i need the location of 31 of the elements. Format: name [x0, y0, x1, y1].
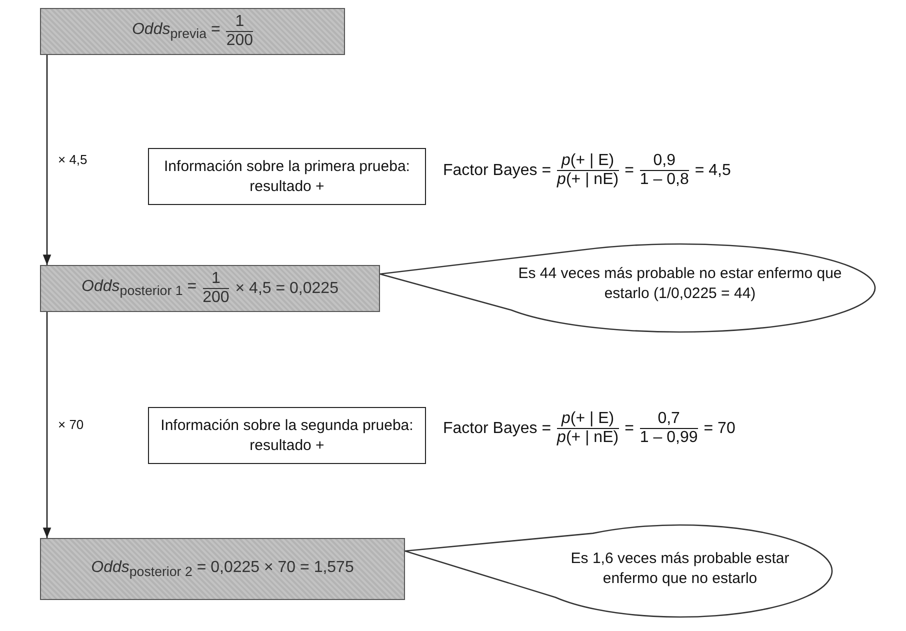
- edge-label: × 4,5: [56, 152, 90, 167]
- formula-text: Odds$_{posterior 2}$ = 0,0225 × 70 = 1,575: [91, 558, 354, 580]
- fraction-denominator: 200: [202, 289, 230, 308]
- formula-text: Odds$_{previa}$ =: [132, 21, 220, 42]
- fraction-denominator: p(+ | nE): [557, 171, 619, 190]
- fraction-numerator: p(+ | E): [562, 152, 614, 170]
- formula-text: Factor Bayes =: [443, 162, 552, 180]
- fraction-numerator: p(+ | E): [562, 410, 614, 428]
- info-box: Información sobre la primera prueba: resultado +: [148, 148, 426, 205]
- formula-text: = 4,5: [694, 162, 731, 180]
- formula-box: [40, 265, 380, 312]
- callout-text: Es 1,6 veces más probable estar enfermo que no estarlo: [570, 549, 790, 590]
- info-box: Información sobre la segunda prueba: resultado +: [148, 407, 426, 464]
- fraction-numerator: 1: [211, 270, 220, 288]
- formula-text: =: [624, 162, 634, 180]
- formula-text: = 70: [704, 420, 736, 438]
- formula-box: [40, 538, 405, 600]
- fraction-denominator: 200: [226, 32, 254, 50]
- fraction-denominator: 1 – 0,8: [640, 171, 689, 190]
- formula-text: × 4,5 = 0,0225: [235, 280, 338, 298]
- fraction-numerator: 0,7: [658, 410, 680, 428]
- fraction-denominator: 1 – 0,99: [640, 429, 698, 448]
- edge-label: × 70: [56, 417, 86, 432]
- callout-text: Es 44 veces más probable no estar enfermo que estarlo (1/0,0225 = 44): [517, 264, 843, 304]
- fraction-numerator: 0,9: [653, 152, 676, 170]
- fraction-numerator: 1: [235, 12, 244, 31]
- fraction-denominator: p(+ | nE): [557, 429, 619, 448]
- formula-text: Factor Bayes =: [443, 420, 552, 438]
- formula-box: [40, 8, 345, 55]
- formula-text: =: [624, 420, 634, 438]
- formula-text: Odds$_{posterior 1}$ =: [82, 278, 197, 299]
